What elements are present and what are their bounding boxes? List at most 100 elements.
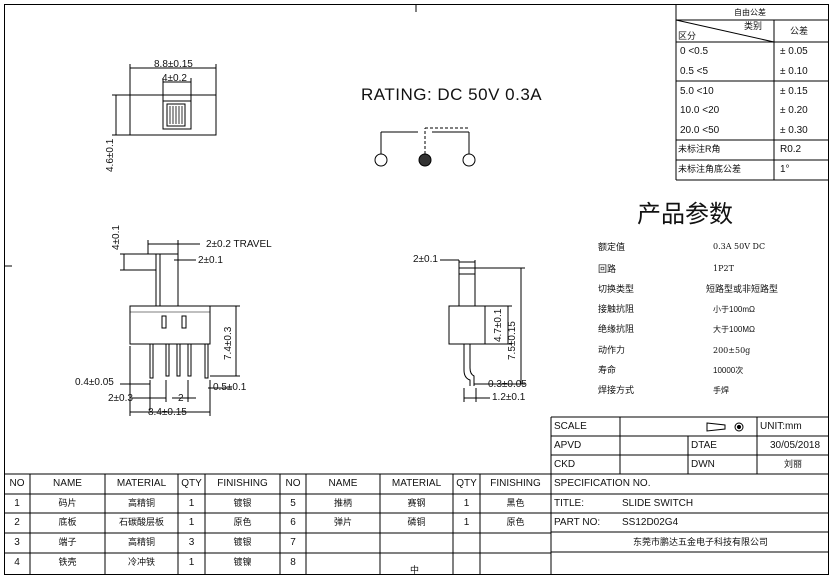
bom-cell: 1	[188, 498, 195, 509]
tolerance-range: 0 <0.5	[680, 46, 709, 57]
param-value: 1P2T	[713, 264, 734, 273]
dim-top-width: 8.8±0.15	[154, 59, 193, 70]
bom-cell: 原色	[233, 517, 252, 527]
dim-knob-height: 4±0.1	[111, 225, 122, 250]
bom-cell: 赛钢	[407, 498, 426, 508]
bom-header: MATERIAL	[391, 478, 442, 489]
bom-cell: 1	[188, 517, 195, 528]
bom-table-lines	[4, 473, 551, 575]
param-label: 焊接方式	[598, 385, 635, 395]
param-value: 手焊	[713, 386, 729, 395]
bom-cell: 3	[14, 537, 20, 548]
bom-cell: 1	[14, 498, 20, 509]
front-view	[120, 240, 240, 416]
bom-cell: 3	[188, 537, 195, 548]
date-label: DTAE	[691, 440, 717, 451]
tolerance-range: 5.0 <10	[680, 86, 714, 97]
tolerance-range: 20.0 <50	[680, 125, 720, 136]
tolerance-extra-label: 未标注角底公差	[678, 164, 742, 174]
bom-cell: 高精铜	[127, 537, 155, 547]
dim-travel: 2±0.2 TRAVEL	[206, 239, 272, 250]
bom-header: QTY	[456, 478, 477, 489]
tolerance-value: ± 0.20	[780, 105, 808, 116]
bom-cell: 6	[290, 517, 296, 528]
param-label: 动作力	[598, 345, 626, 355]
bom-header: FINISHING	[217, 478, 268, 489]
bom-cell: 铁壳	[58, 557, 77, 567]
tolerance-table-lines	[675, 5, 829, 181]
tolerance-range: 0.5 <5	[680, 66, 709, 77]
apvd-label: APVD	[554, 440, 582, 451]
param-value: 200±50g	[713, 346, 751, 355]
bom-cell: 镀镍	[233, 557, 252, 567]
bom-cell: 2	[14, 517, 20, 528]
tolerance-value: ± 0.15	[780, 86, 808, 97]
params-title: 产品参数	[637, 200, 733, 228]
dim-pin-width: 0.4±0.05	[75, 377, 114, 388]
tolerance-range: 10.0 <20	[680, 105, 720, 116]
bom-cell: 石碳酸层板	[118, 517, 164, 527]
bom-header: NAME	[53, 478, 82, 489]
bom-cell: 5	[290, 498, 296, 509]
bom-cell: 冷冲铁	[127, 557, 155, 567]
param-value: 0.3A 50V DC	[713, 242, 766, 251]
bom-cell: 弹片	[333, 517, 352, 527]
company-name: 东莞市鹏达五金电子科技有限公司	[633, 537, 769, 547]
bom-cell: 7	[290, 537, 296, 548]
bom-header: NO	[9, 478, 25, 489]
rating-label: RATING: DC 50V 0.3A	[361, 85, 543, 104]
part-value: SS12D02G4	[622, 517, 679, 528]
param-label: 寿命	[598, 365, 617, 375]
dim-total-width: 8.4±0.15	[148, 407, 187, 418]
bom-cell: 底板	[58, 517, 77, 527]
dim-top-height: 4.6±0.1	[105, 138, 116, 172]
tolerance-value: ± 0.30	[780, 125, 808, 136]
param-value: 大于100MΩ	[713, 325, 755, 334]
spec-label: SPECIFICATION NO.	[554, 478, 651, 489]
side-view	[440, 259, 525, 402]
dim-side-width: 1.2±0.1	[492, 392, 526, 403]
bom-header: FINISHING	[490, 478, 541, 489]
bom-cell: 4	[14, 557, 20, 568]
param-value: 10000次	[713, 366, 744, 375]
bom-cell: 码片	[58, 498, 77, 508]
projection-symbol	[706, 422, 744, 432]
bom-cell: 镀银	[233, 498, 252, 508]
bom-cell: 推柄	[333, 498, 352, 508]
bom-cell: 1	[463, 517, 470, 528]
bom-header: MATERIAL	[116, 478, 167, 489]
dim-side-knob: 2±0.1	[413, 254, 438, 265]
tolerance-table-title: 自由公差	[734, 8, 766, 17]
bom-header: NO	[285, 478, 301, 489]
param-label: 额定值	[598, 242, 626, 252]
param-label: 接触抗阻	[598, 304, 635, 314]
tolerance-extra-value: 1°	[780, 164, 790, 175]
dim-knob-width: 2±0.1	[198, 255, 223, 266]
ckd-label: CKD	[554, 459, 576, 470]
dim-pin-tip: 0.5±0.1	[213, 382, 247, 393]
bom-cell: 磷铜	[407, 517, 426, 527]
param-value: 短路型或非短路型	[706, 284, 779, 294]
bom-cell: 1	[463, 498, 470, 509]
bom-header: NAME	[328, 478, 358, 489]
tolerance-value: ± 0.10	[780, 66, 808, 77]
bom-cell: 8	[290, 557, 296, 568]
param-label: 回路	[598, 264, 617, 274]
dim-side-pin: 0.3±0.05	[488, 379, 527, 390]
title-value: SLIDE SWITCH	[622, 498, 694, 509]
border-mark: 中	[410, 565, 420, 575]
dim-side-total: 7.5±0.15	[507, 321, 518, 360]
bom-cell: 镀银	[233, 537, 252, 547]
title-block-lines	[550, 416, 829, 575]
dim-pitch-b: 2	[178, 393, 184, 404]
dim-side-body: 4.7±0.1	[493, 308, 504, 342]
tolerance-value: ± 0.05	[780, 46, 808, 57]
top-view	[112, 64, 217, 136]
unit-label: UNIT:mm	[760, 421, 802, 432]
title-label: TITLE:	[554, 498, 585, 509]
scale-label: SCALE	[554, 421, 587, 432]
bom-cell: 高精铜	[127, 498, 155, 508]
bom-header: QTY	[181, 478, 202, 489]
schematic-symbol	[374, 127, 476, 167]
bom-cell: 黑色	[506, 498, 525, 508]
